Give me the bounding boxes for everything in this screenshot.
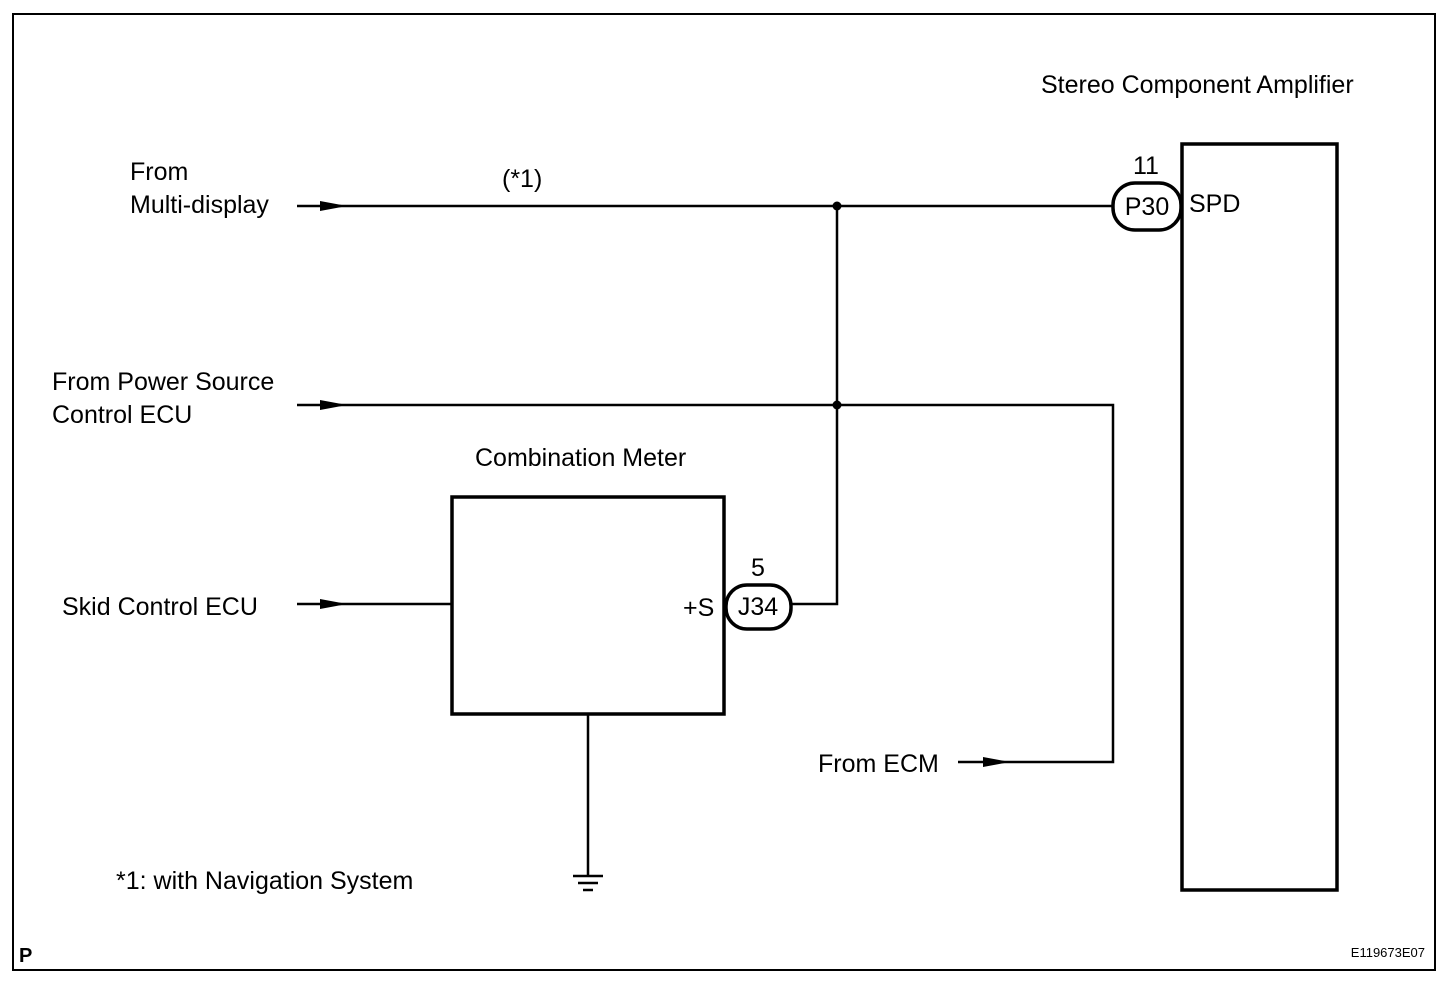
wire-junction-vertical [790,206,839,606]
multi-display-label: Multi-display [130,191,269,219]
arrow-multi-display [320,201,347,211]
diagram-frame [12,13,1436,971]
spd-terminal-label: SPD [1189,190,1240,218]
wire-power-source-to-ecm [297,403,1115,764]
note-ref-label: (*1) [502,165,542,193]
arrow-from-ecm [983,757,1010,767]
j34-connector [724,583,793,631]
corner-label: P [19,945,32,967]
junction-dot-top [832,201,842,211]
combination-meter-box [450,495,726,716]
junction-dot-middle [832,400,842,410]
arrow-power-source [320,400,347,410]
combination-meter-title: Combination Meter [475,444,686,472]
amplifier-title: Stereo Component Amplifier [1041,71,1354,99]
from-ecm-label: From ECM [818,750,939,778]
power-source-label: From Power Source [52,368,274,396]
p30-pin-number: 11 [1133,152,1159,180]
plus-s-terminal-label: +S [683,594,714,622]
arrow-skid-control [320,599,347,609]
j34-pin-number: 5 [751,554,765,582]
ground-icon [573,874,603,892]
skid-control-ecu-label: Skid Control ECU [62,593,258,621]
footnote-label: *1: with Navigation System [116,867,413,895]
amplifier-box [1180,142,1339,892]
j34-connector-label: J34 [738,593,778,621]
p30-connector [1111,181,1183,232]
figure-id-label: E119673E07 [1351,945,1425,960]
p30-connector-label: P30 [1125,193,1169,221]
control-ecu-label: Control ECU [52,401,192,429]
multi-display-from-label: From [130,158,188,186]
